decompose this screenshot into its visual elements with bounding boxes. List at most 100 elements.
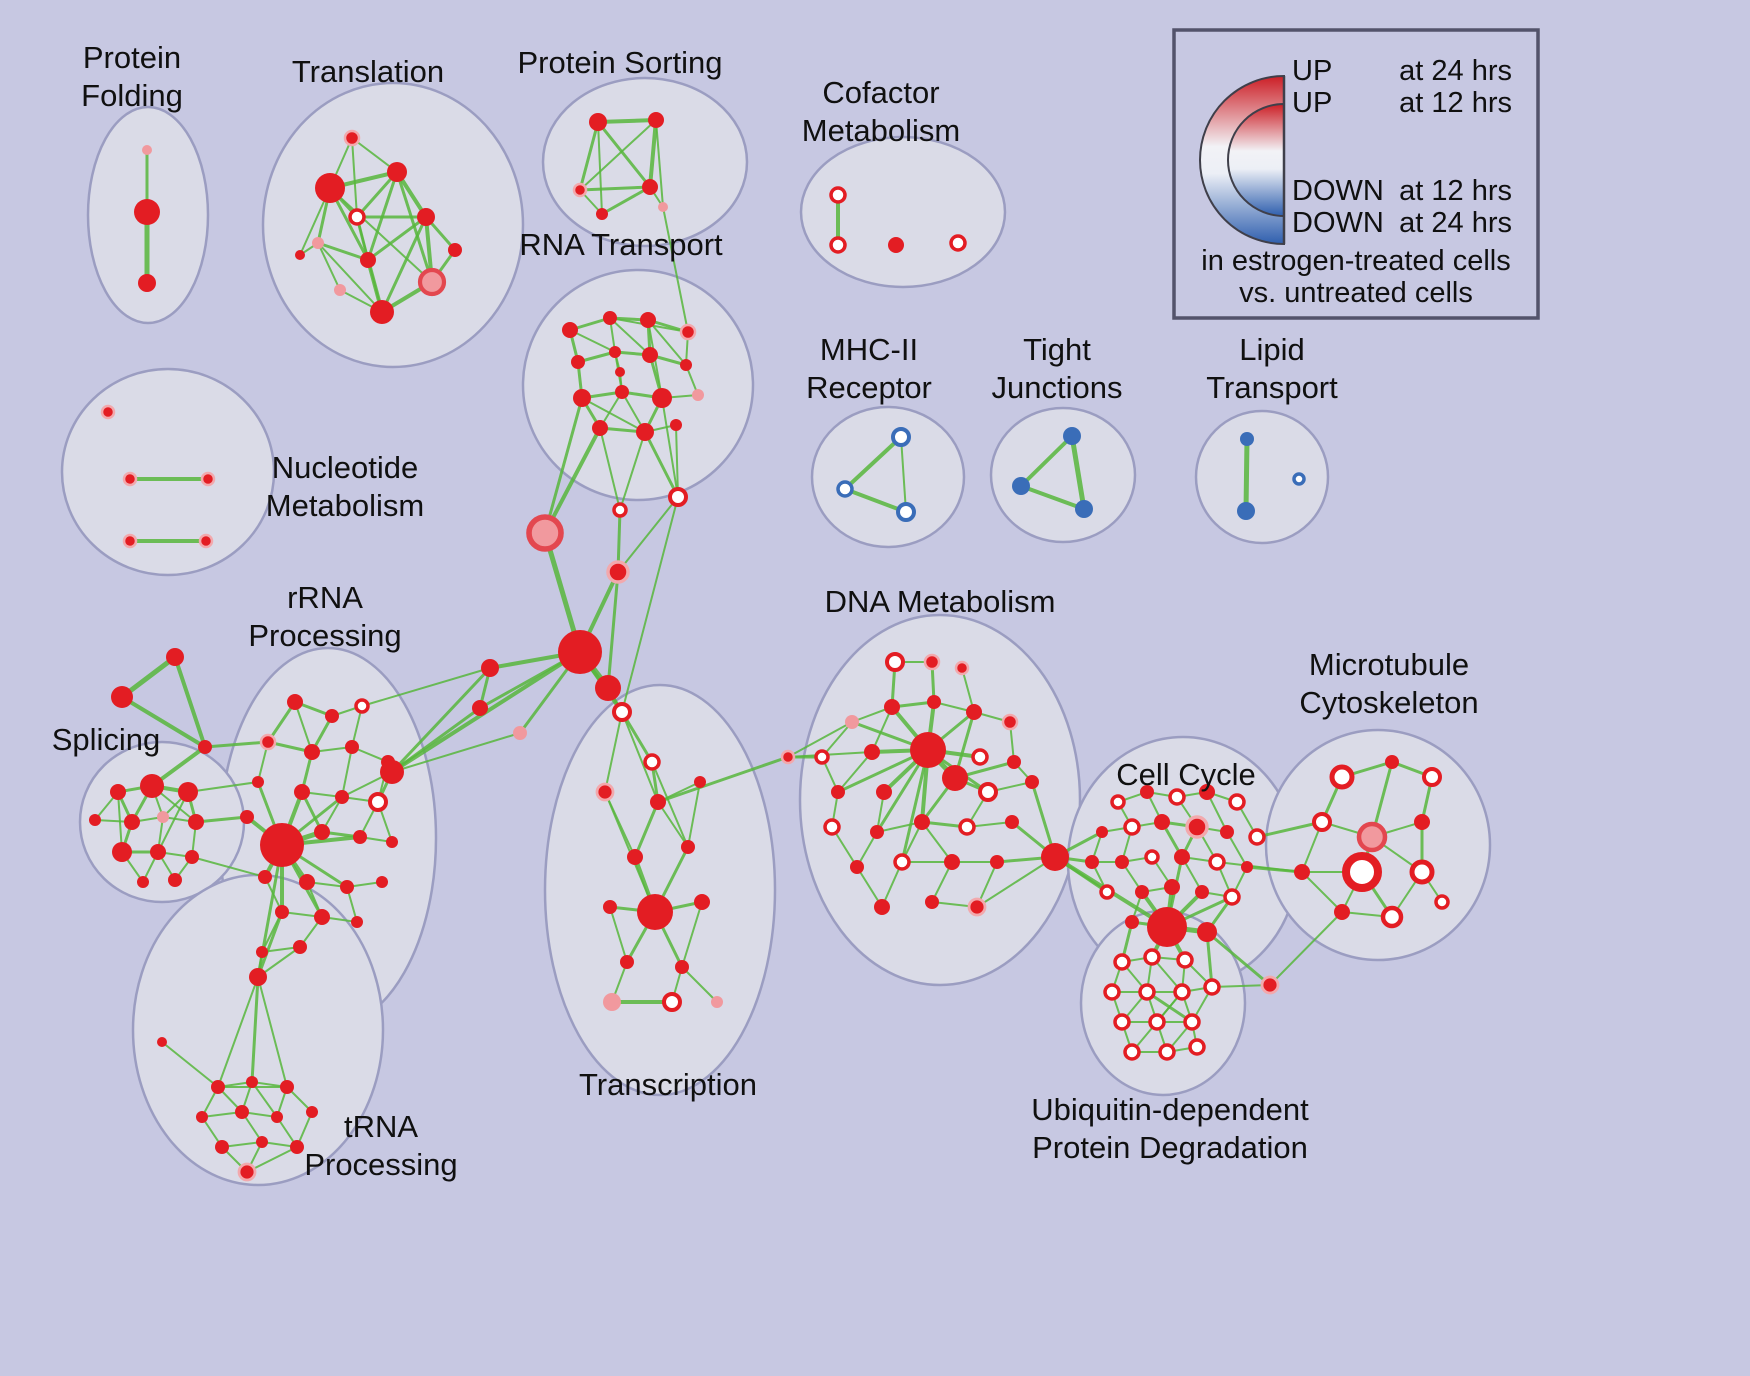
gene-node bbox=[910, 732, 946, 768]
gene-node bbox=[927, 695, 941, 709]
gene-node bbox=[1158, 1043, 1176, 1061]
gene-node bbox=[914, 814, 930, 830]
legend-up-24-time: at 24 hrs bbox=[1399, 55, 1512, 87]
gene-node bbox=[370, 300, 394, 324]
cluster-label-translation: Translation bbox=[292, 54, 444, 89]
cluster-label-transcription: Transcription bbox=[579, 1067, 757, 1102]
gene-node bbox=[294, 784, 310, 800]
gene-node bbox=[368, 792, 388, 812]
gene-node bbox=[246, 1076, 258, 1088]
cluster-label-trna-processing: tRNA bbox=[344, 1109, 418, 1144]
gene-node bbox=[275, 905, 289, 919]
edge bbox=[1211, 984, 1271, 988]
gene-node bbox=[513, 726, 527, 740]
gene-node bbox=[1203, 978, 1221, 996]
gene-node bbox=[124, 814, 140, 830]
gene-node bbox=[990, 855, 1004, 869]
edge bbox=[1301, 871, 1343, 913]
gene-node bbox=[1414, 814, 1430, 830]
gene-node bbox=[112, 842, 132, 862]
gene-node bbox=[1113, 1013, 1131, 1031]
legend-up-12-time: at 12 hrs bbox=[1399, 87, 1512, 119]
gene-node bbox=[260, 823, 304, 867]
edge bbox=[843, 435, 903, 491]
cluster-label-dna-metabolism: DNA Metabolism bbox=[825, 584, 1056, 619]
cluster-label-trna-processing: Processing bbox=[304, 1147, 457, 1182]
gene-node bbox=[1143, 948, 1161, 966]
gene-node bbox=[942, 765, 968, 791]
cluster-label-nucleotide-metabolism: Metabolism bbox=[266, 488, 425, 523]
gene-node bbox=[481, 659, 499, 677]
gene-node bbox=[658, 202, 668, 212]
edge bbox=[617, 496, 679, 573]
gene-node bbox=[1195, 885, 1209, 899]
gene-node bbox=[596, 208, 608, 220]
network-nodes bbox=[89, 112, 1450, 1182]
gene-node bbox=[386, 836, 398, 848]
cluster-label-ubiquitin-dependent-protein-degradation: Protein Degradation bbox=[1032, 1130, 1308, 1165]
edge bbox=[681, 966, 718, 1003]
gene-node bbox=[966, 704, 982, 720]
gene-node bbox=[1260, 975, 1280, 995]
edge bbox=[675, 424, 679, 498]
edge bbox=[579, 119, 657, 191]
gene-node bbox=[864, 744, 880, 760]
gene-node bbox=[643, 753, 661, 771]
gene-node bbox=[1113, 953, 1131, 971]
edge bbox=[1255, 820, 1324, 839]
gene-node bbox=[293, 940, 307, 954]
gene-node bbox=[188, 814, 204, 830]
gene-node bbox=[526, 514, 564, 552]
cluster-label-cell-cycle: Cell Cycle bbox=[1116, 757, 1256, 792]
cluster-label-protein-folding: Protein bbox=[83, 40, 181, 75]
gene-node bbox=[1241, 861, 1253, 873]
edge bbox=[361, 667, 491, 707]
gene-node bbox=[949, 234, 967, 252]
gene-node bbox=[252, 776, 264, 788]
edge bbox=[633, 800, 660, 859]
gene-node bbox=[200, 471, 216, 487]
gene-node bbox=[642, 347, 658, 363]
edge bbox=[543, 426, 602, 535]
legend-up-12-label: UP bbox=[1292, 87, 1332, 119]
edge bbox=[391, 732, 521, 773]
gene-node bbox=[1434, 894, 1450, 910]
gene-node bbox=[237, 1162, 257, 1182]
gene-node bbox=[360, 252, 376, 268]
gene-node bbox=[299, 874, 315, 890]
edge bbox=[578, 185, 652, 192]
gene-node bbox=[592, 420, 608, 436]
gene-node bbox=[1154, 814, 1170, 830]
cluster-cofactor-metabolism bbox=[799, 135, 1007, 289]
edge bbox=[355, 170, 399, 219]
gene-node bbox=[620, 955, 634, 969]
gene-node bbox=[971, 748, 989, 766]
gene-node bbox=[240, 810, 254, 824]
edge bbox=[390, 666, 492, 774]
gene-node bbox=[1005, 815, 1019, 829]
gene-node bbox=[612, 502, 628, 518]
edge bbox=[900, 436, 907, 513]
gene-node bbox=[609, 346, 621, 358]
gene-node bbox=[845, 715, 859, 729]
gene-node bbox=[1135, 885, 1149, 899]
edge bbox=[217, 976, 259, 1088]
gene-node bbox=[472, 700, 488, 716]
cluster-label-rrna-processing: rRNA bbox=[287, 580, 363, 615]
edge bbox=[621, 496, 679, 713]
edge bbox=[871, 706, 893, 753]
gene-node bbox=[648, 112, 664, 128]
gene-node bbox=[829, 186, 847, 204]
cluster-label-splicing: Splicing bbox=[52, 722, 161, 757]
gene-node bbox=[836, 480, 854, 498]
gene-node bbox=[1176, 951, 1194, 969]
gene-node bbox=[1220, 825, 1234, 839]
cluster-rna-transport bbox=[521, 268, 755, 502]
gene-node bbox=[627, 849, 643, 865]
edge bbox=[655, 119, 664, 208]
gene-node bbox=[573, 389, 591, 407]
gene-node bbox=[314, 824, 330, 840]
gene-node bbox=[1223, 888, 1241, 906]
edge bbox=[596, 118, 658, 124]
